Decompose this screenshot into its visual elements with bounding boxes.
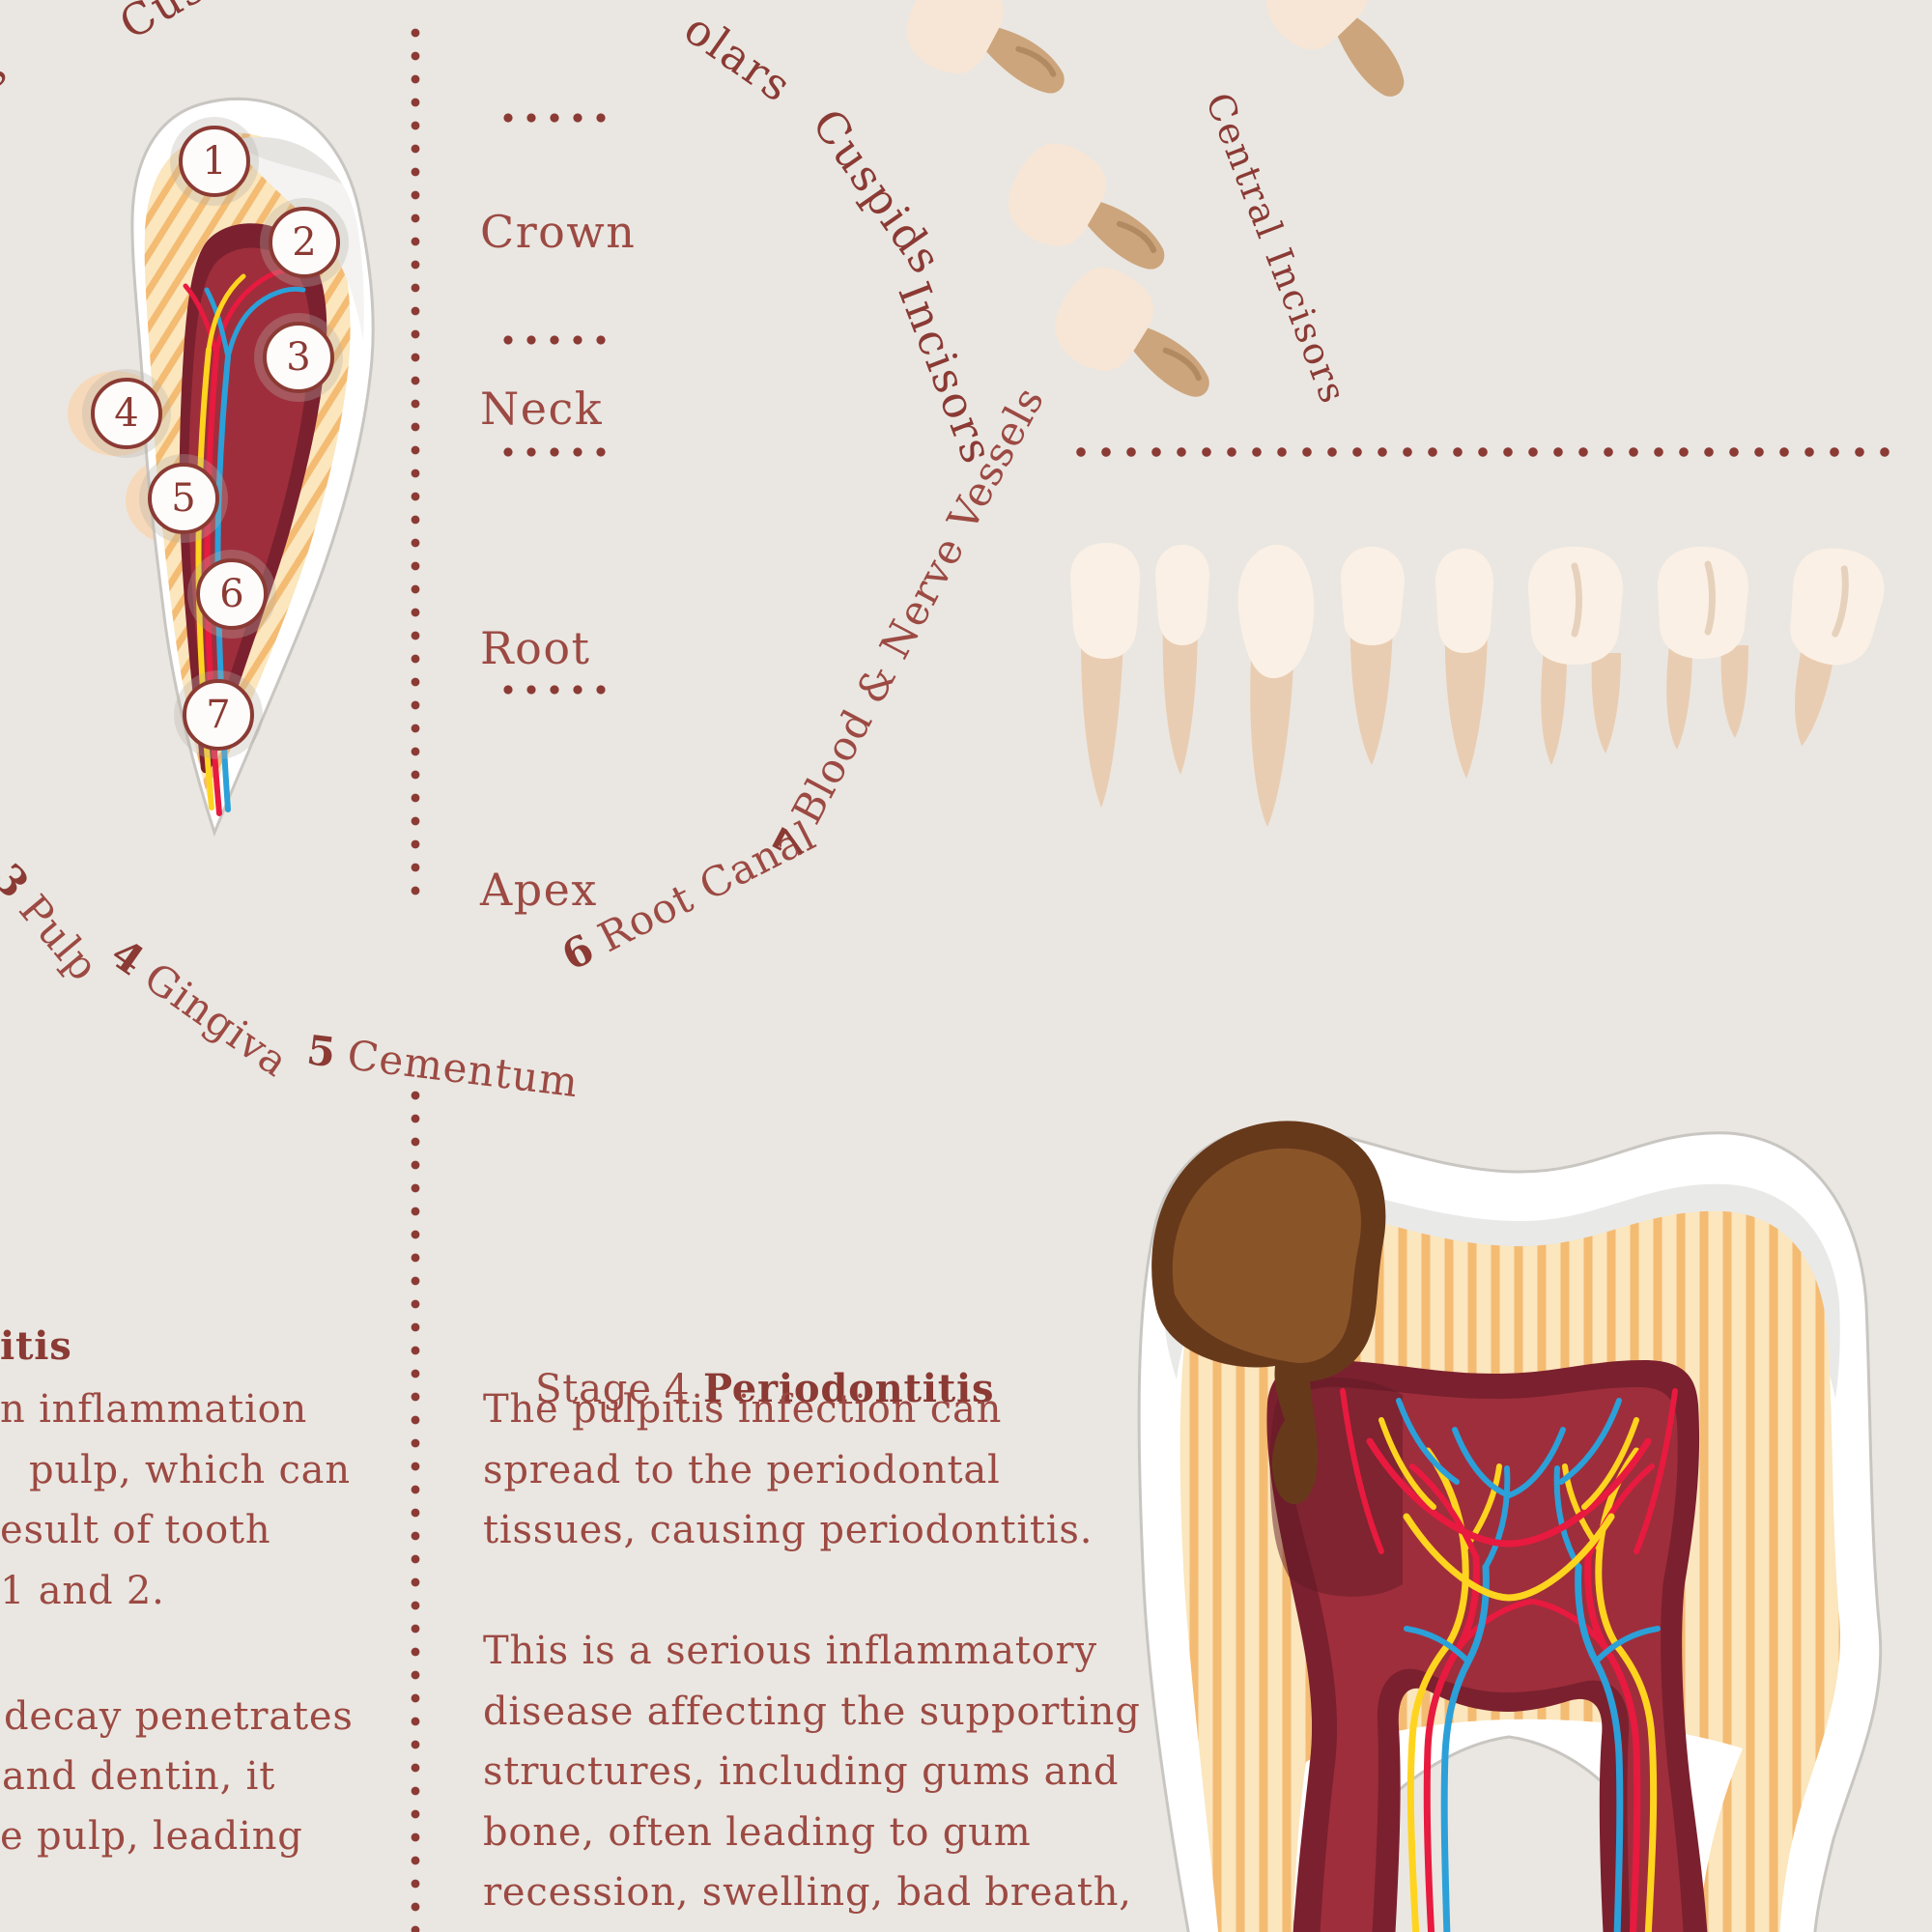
row-tooth <box>1341 547 1405 765</box>
horizontal-dotted-divider <box>1068 446 1891 458</box>
dot-row <box>497 446 611 458</box>
text-line: The pulpitis infection can <box>483 1387 1003 1432</box>
dot-row <box>497 684 611 696</box>
arc-number: 5 <box>304 1026 339 1077</box>
text-line: tissues, causing periodontitis. <box>483 1508 1094 1552</box>
sample-tooth <box>1266 0 1405 97</box>
text-line: 1 and 2. <box>0 1569 165 1613</box>
enamel-shade <box>230 137 342 184</box>
vertical-dotted-divider-top <box>410 21 421 902</box>
region-label-crown: Crown <box>480 206 637 258</box>
stage4-title-prefix: Stage 4 <box>535 1367 703 1411</box>
row-tooth <box>1237 545 1315 827</box>
text-line: decay penetrates <box>4 1694 354 1739</box>
stage4-title: Stage 4 Periodontitis <box>483 1325 994 1453</box>
decay-blob-core <box>1172 1148 1361 1363</box>
row-tooth <box>1658 547 1748 750</box>
teeth-row <box>1070 543 1885 827</box>
marker-1: 1 <box>179 126 250 197</box>
row-tooth <box>1435 549 1493 779</box>
text-line: bone, often leading to gum <box>483 1810 1032 1855</box>
marker-4: 4 <box>91 378 162 449</box>
stage3-heading-fragment: itis <box>0 1323 72 1369</box>
row-tooth <box>1790 548 1885 747</box>
molar-vessels <box>1340 1388 1678 1932</box>
vertical-dotted-divider-bottom <box>410 1084 421 1932</box>
enamel-wedge <box>230 137 364 340</box>
sample-teeth <box>906 0 1405 397</box>
text-line: structures, including gums and <box>483 1749 1120 1794</box>
marker-7: 7 <box>183 679 254 751</box>
text-line: n inflammation <box>0 1387 308 1432</box>
region-label-root: Root <box>480 622 591 674</box>
text-line: and dentin, it <box>2 1754 276 1799</box>
marker-3: 3 <box>263 322 334 393</box>
text-line: e pulp, leading <box>0 1814 303 1859</box>
marker-6: 6 <box>196 558 268 630</box>
sample-tooth <box>906 0 1065 94</box>
dot-row <box>497 334 611 346</box>
row-tooth <box>1155 545 1209 775</box>
row-tooth <box>1070 543 1140 808</box>
text-line: disease affecting the supporting <box>483 1690 1141 1734</box>
stage4-title-bold: Periodontitis <box>702 1366 995 1411</box>
region-label-neck: Neck <box>480 383 604 435</box>
region-label-apex: Apex <box>480 864 598 916</box>
text-line: esult of tooth <box>0 1508 271 1552</box>
sample-tooth <box>1055 268 1209 397</box>
text-line: spread to the periodontal <box>483 1448 1001 1492</box>
marker-2: 2 <box>269 207 340 278</box>
text-line: This is a serious inflammatory <box>483 1629 1097 1673</box>
marker-5: 5 <box>148 463 219 534</box>
text-line: pulp, which can <box>29 1448 351 1492</box>
sample-tooth <box>1008 143 1165 270</box>
row-tooth <box>1528 547 1623 765</box>
text-line: recession, swelling, bad breath, <box>483 1870 1132 1915</box>
decayed-tooth-illustration <box>1137 1121 1883 1932</box>
dot-row <box>497 112 611 124</box>
